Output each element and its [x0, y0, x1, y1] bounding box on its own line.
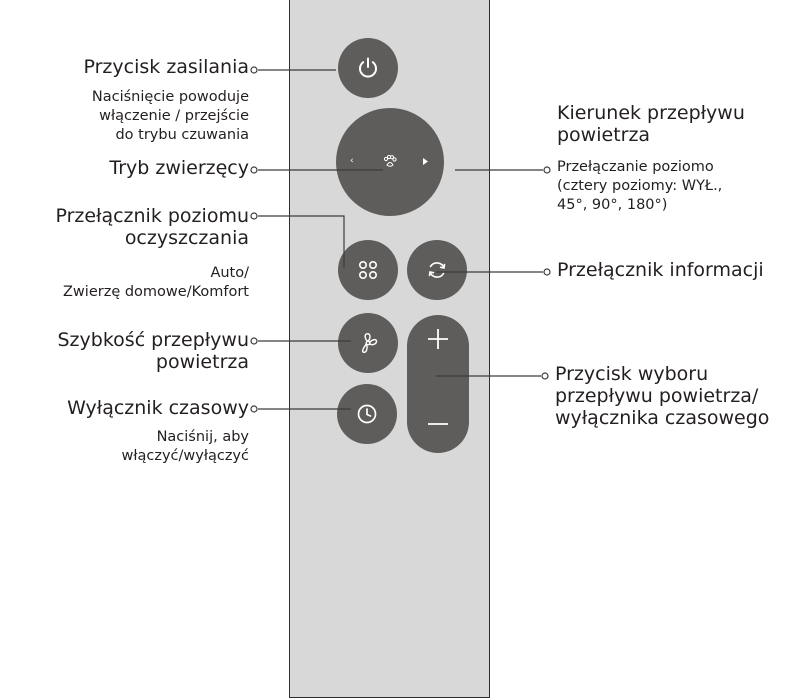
leader-dot-fan — [250, 337, 258, 345]
leader-dot-pet — [250, 166, 258, 174]
refresh-icon — [426, 259, 448, 281]
leader-dot-timer — [250, 405, 258, 413]
remote-control-body: ‹ — [289, 0, 490, 698]
leader-dot-airflow-timer — [541, 372, 549, 380]
timer-title: Wyłącznik czasowy — [67, 397, 249, 419]
power-title: Przycisk zasilania — [83, 56, 250, 78]
info-toggle-button[interactable] — [407, 240, 467, 300]
power-description: Naciśnięcie powoduje włączenie / przejśc… — [91, 89, 249, 143]
chevron-left-icon[interactable]: ‹ — [350, 156, 354, 166]
pet-mode-title: Tryb zwierzęcy — [109, 157, 249, 179]
timer-description: Naciśnij, aby włączyć/wyłączyć — [121, 429, 249, 464]
info-toggle-title: Przełącznik informacji — [557, 259, 764, 281]
plus-icon[interactable] — [427, 328, 449, 354]
chevron-right-icon[interactable] — [423, 158, 428, 165]
airflow-speed-title: Szybkość przepływu powietrza — [57, 329, 250, 373]
leader-dot-power — [250, 66, 258, 74]
timer-button[interactable] — [337, 384, 397, 444]
airflow-direction-title: Kierunek przepływu powietrza — [557, 102, 745, 146]
four-dots-icon — [358, 260, 378, 280]
direction-dial[interactable]: ‹ — [336, 108, 444, 216]
power-icon — [355, 55, 381, 81]
clock-icon — [356, 403, 378, 425]
airflow-timer-select-title: Przycisk wyboru przepływu powietrza/ wył… — [555, 363, 770, 429]
leader-dot-direction — [543, 166, 551, 174]
leader-dot-purification — [250, 212, 258, 220]
power-button[interactable] — [338, 38, 398, 98]
leader-dot-info — [543, 268, 551, 276]
purification-level-button[interactable] — [338, 240, 398, 300]
minus-icon[interactable] — [427, 411, 449, 430]
purification-level-title: Przełącznik poziomu oczyszczania — [55, 205, 249, 249]
airflow-speed-button[interactable] — [338, 313, 398, 373]
airflow-timer-rocker[interactable] — [407, 315, 469, 453]
airflow-direction-description: Przełączanie poziomo (cztery poziomy: WY… — [557, 159, 723, 213]
purification-level-description: Auto/ Zwierzę domowe/Komfort — [63, 265, 249, 300]
fan-icon — [356, 331, 380, 355]
paw-icon[interactable] — [383, 155, 397, 169]
